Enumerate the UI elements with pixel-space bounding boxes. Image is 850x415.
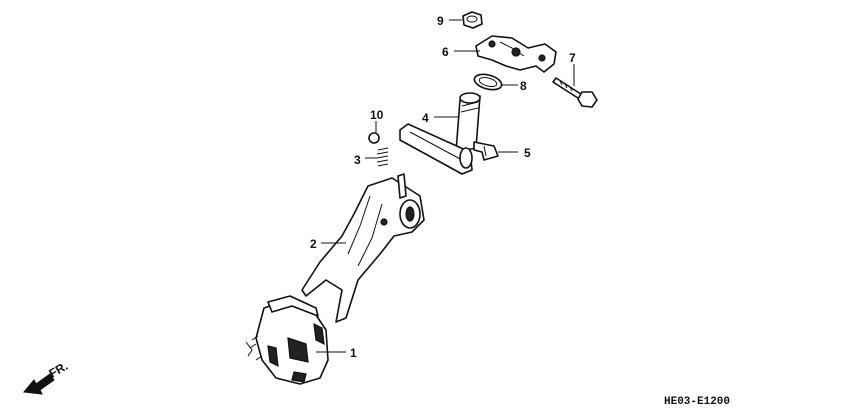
callout-2: 2 xyxy=(310,237,317,251)
part-7-bolt xyxy=(552,77,598,108)
callout-9: 9 xyxy=(437,14,444,28)
part-6-plate xyxy=(475,35,557,73)
callout-7: 7 xyxy=(569,51,576,65)
front-direction-arrow: FR. xyxy=(23,359,70,395)
part-3-spring xyxy=(376,147,389,167)
part-9-nut xyxy=(462,11,483,29)
callout-4: 4 xyxy=(422,111,429,125)
callout-8: 8 xyxy=(520,79,527,93)
leader-lines xyxy=(316,19,575,353)
diagram-code: HE03-E1200 xyxy=(664,396,730,408)
part-5-clip xyxy=(473,141,499,161)
callout-labels: 9 6 7 8 4 10 5 3 2 1 xyxy=(310,14,576,360)
callout-1: 1 xyxy=(350,346,357,360)
callout-6: 6 xyxy=(442,45,449,59)
part-1-drum xyxy=(245,295,329,385)
part-10-ball xyxy=(368,132,380,144)
callout-5: 5 xyxy=(524,146,531,160)
part-2-shift-fork xyxy=(301,173,425,323)
callout-3: 3 xyxy=(354,153,361,167)
part-8-o-ring xyxy=(473,73,503,91)
part-4-shaft xyxy=(399,92,481,175)
callout-10: 10 xyxy=(370,108,384,122)
